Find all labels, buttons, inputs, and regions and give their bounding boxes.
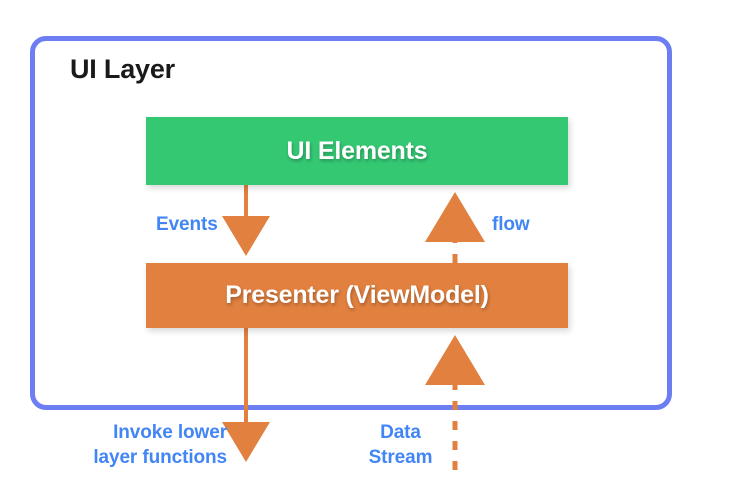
edge-label-flow: flow [492, 214, 530, 235]
edge-label-data-stream-line-1: Data [380, 422, 421, 443]
block-ui-elements-label: UI Elements [286, 136, 428, 165]
ui-layer-container [30, 36, 672, 410]
edge-label-invoke-line-2: layer functions [93, 447, 227, 468]
edge-label-invoke-lower-layer-functions: Invoke lower layer functions [72, 420, 227, 470]
edge-label-invoke-line-1: Invoke lower [113, 422, 227, 443]
page-title: UI Layer [70, 54, 175, 84]
edge-label-data-stream-line-2: Stream [368, 447, 433, 468]
block-presenter[interactable]: Presenter (ViewModel) [146, 263, 568, 328]
block-ui-elements[interactable]: UI Elements [146, 117, 568, 185]
block-presenter-label: Presenter (ViewModel) [225, 281, 489, 309]
edge-label-data-stream: Data Stream [350, 420, 451, 470]
edge-label-events: Events [156, 214, 218, 235]
